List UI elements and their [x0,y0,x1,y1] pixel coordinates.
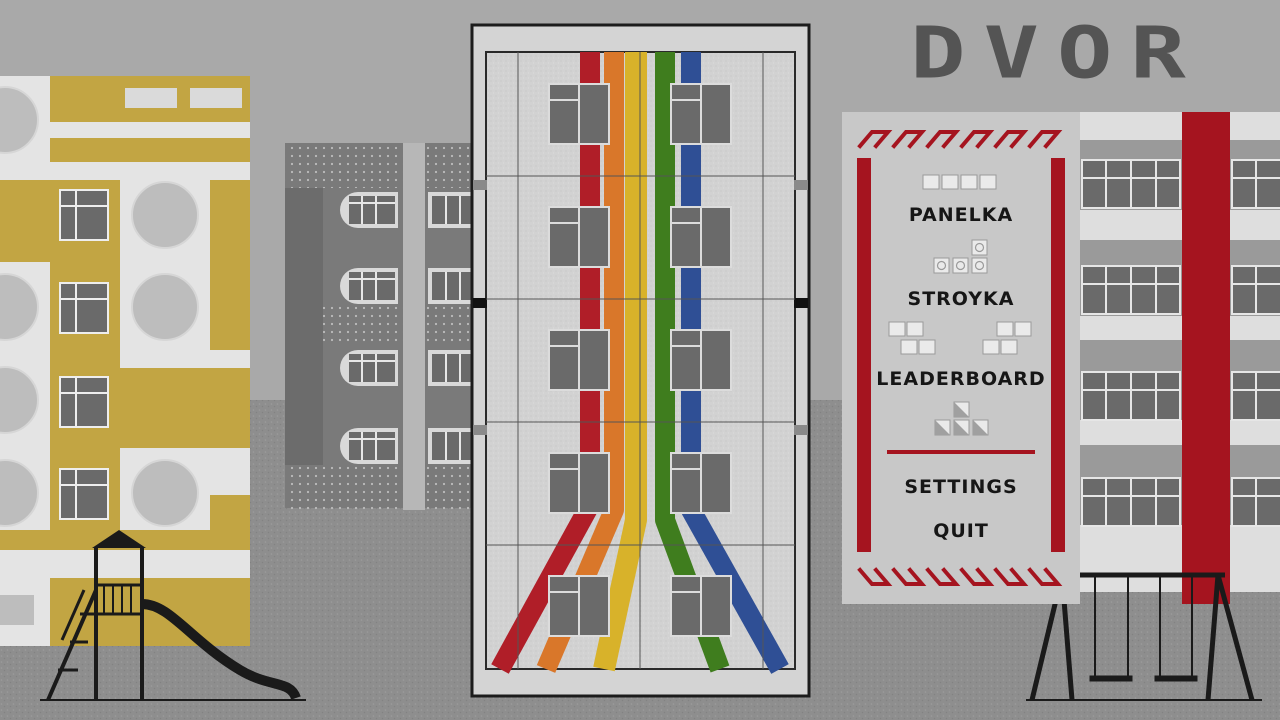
stroyka-icon [933,239,988,274]
menu-item-stroyka[interactable]: STROYKA [907,288,1015,310]
menu-frame [857,130,1065,586]
panel-tower [470,23,811,698]
mustard-building [0,76,250,646]
menu-item-quit[interactable]: QUIT [933,520,989,542]
trophy-pyramid-icon [934,401,989,436]
menu-item-leaderboard[interactable]: LEADERBOARD [876,368,1046,390]
menu-item-panelka[interactable]: PANELKA [908,204,1014,226]
main-menu-panel: PANELKA STROYKA LEADERBOARD [842,112,1080,604]
playground-slide [40,530,306,701]
panelka-icon [922,174,997,190]
right-building [1075,112,1280,604]
menu-item-settings[interactable]: SETTINGS [904,476,1018,498]
grey-building [285,143,475,510]
leaderboard-icon [888,321,1032,355]
game-logo: DVOR [910,11,1204,95]
